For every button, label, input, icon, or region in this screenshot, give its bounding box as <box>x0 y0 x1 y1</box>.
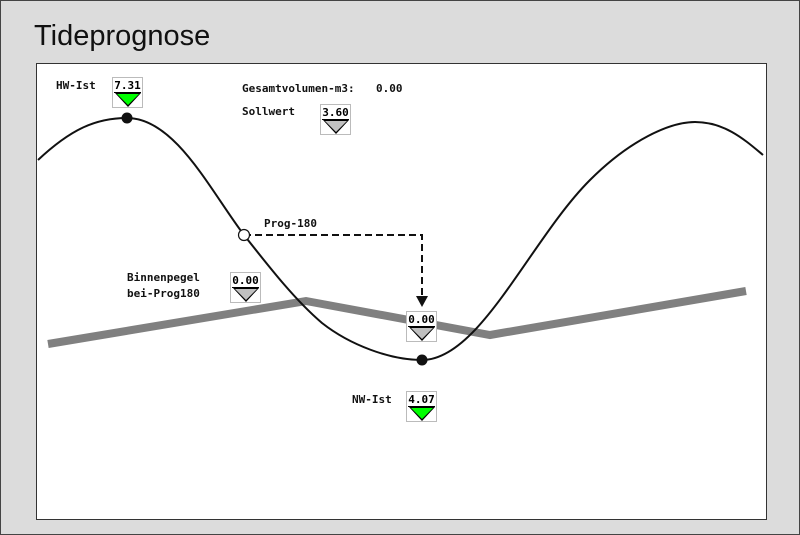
tide-panel <box>36 63 767 520</box>
binnenpegel-label-line2: bei-Prog180 <box>127 287 200 300</box>
nw-ist-label: NW-Ist <box>352 393 392 406</box>
triangle-down-icon <box>233 288 259 302</box>
page-title: Tideprognose <box>34 20 211 52</box>
nw-ist-value-box[interactable]: 4.07 <box>406 391 437 422</box>
inland-level-line <box>47 287 747 348</box>
hw-ist-value-box[interactable]: 7.31 <box>112 77 143 108</box>
prog-point <box>237 228 251 242</box>
prog-label: Prog-180 <box>264 217 317 230</box>
binnenpegel-value-box[interactable]: 0.00 <box>230 272 261 303</box>
prog-dashed-connector <box>244 234 423 298</box>
prog-value-box[interactable]: 0.00 <box>406 311 437 342</box>
triangle-down-icon <box>115 93 141 107</box>
triangle-down-icon <box>409 407 435 421</box>
sollwert-value: 3.60 <box>322 106 349 120</box>
prog-value: 0.00 <box>408 313 435 327</box>
arrow-down-icon <box>416 296 428 307</box>
gesamtvolumen-label: Gesamtvolumen-m3: <box>242 82 355 95</box>
triangle-down-icon <box>323 120 349 134</box>
sollwert-value-box[interactable]: 3.60 <box>320 104 351 135</box>
hw-ist-value: 7.31 <box>114 79 141 93</box>
gesamtvolumen-value: 0.00 <box>376 82 403 95</box>
hw-point <box>121 112 133 124</box>
hw-ist-label: HW-Ist <box>56 79 96 92</box>
binnenpegel-value: 0.00 <box>232 274 259 288</box>
nw-ist-value: 4.07 <box>408 393 435 407</box>
tide-curve <box>37 116 764 362</box>
triangle-down-icon <box>409 327 435 341</box>
nw-point <box>416 354 428 366</box>
sollwert-label: Sollwert <box>242 105 295 118</box>
binnenpegel-label-line1: Binnenpegel <box>127 271 200 284</box>
